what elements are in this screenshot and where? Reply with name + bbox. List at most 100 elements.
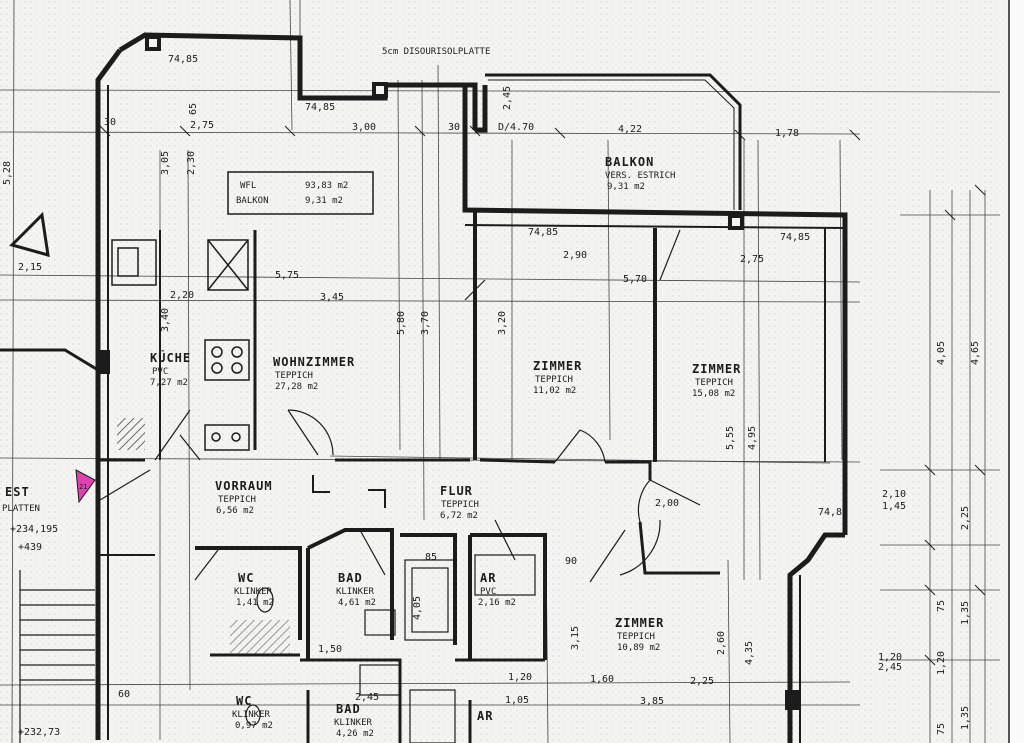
dim-30a: 30 xyxy=(104,117,116,128)
dim-300: 3,00 xyxy=(352,122,376,133)
dim-465: 4,65 xyxy=(970,341,981,365)
dim-555: 5,55 xyxy=(725,426,736,450)
dim-7485a: 74,85 xyxy=(168,54,198,65)
room-bad2-area: 4,26 m2 xyxy=(336,729,374,739)
dim-275: 2,75 xyxy=(190,120,214,131)
dim-260: 2,60 xyxy=(716,631,727,655)
dim-405: 4,05 xyxy=(936,341,947,365)
dim-570: 5,70 xyxy=(623,274,647,285)
dim-75b: 75 xyxy=(936,723,947,735)
north-arrow-icon xyxy=(9,211,50,258)
dim-7485c: 74,85 xyxy=(528,227,558,238)
dim-210: 2,10 xyxy=(882,489,906,500)
dim-405b: 4,05 xyxy=(412,596,423,620)
room-bad1-area: 4,61 m2 xyxy=(338,598,376,608)
room-vorraum-name: VORRAUM xyxy=(215,479,273,493)
dim-178: 1,78 xyxy=(775,128,799,139)
room-ar-floor: PVC xyxy=(480,587,496,597)
dim-340: 3,40 xyxy=(160,308,171,332)
dim-422: 4,22 xyxy=(618,124,642,135)
note-level3: +232,73 xyxy=(18,727,60,738)
dim-220: 2,20 xyxy=(170,290,194,301)
dim-385: 3,85 xyxy=(640,696,664,707)
room-wohnzimmer-area: 27,28 m2 xyxy=(275,382,318,392)
vertical-dimension-labels: 3,05 2,30 3,40 5,80 3,70 3,20 4,05 4,65 … xyxy=(2,86,981,735)
dim-85: 85 xyxy=(425,552,437,563)
plan-notes: 5cm DISOURISOLPLATTE +234,195 +439 +232,… xyxy=(10,47,490,738)
room-balkon-name: BALKON xyxy=(605,155,654,169)
dim-120b: 1,20 xyxy=(936,651,947,675)
room-zimmer2-area: 15,08 m2 xyxy=(692,389,735,399)
dim-528: 5,28 xyxy=(2,161,13,185)
walls xyxy=(0,32,848,743)
dim-275b: 2,75 xyxy=(740,254,764,265)
room-west-name: EST xyxy=(5,485,30,499)
dim-580: 5,80 xyxy=(396,311,407,335)
kitchen-fixtures xyxy=(111,239,250,451)
dim-215: 2,15 xyxy=(18,262,42,273)
dim-160: 1,60 xyxy=(590,674,614,685)
dim-7485e: 74,85 xyxy=(818,507,848,518)
staircase xyxy=(19,570,95,743)
dim-7485d: 74,85 xyxy=(780,232,810,243)
room-flur-area: 6,72 m2 xyxy=(440,511,478,521)
room-wc2-area: 0,97 m2 xyxy=(235,721,273,731)
dim-120: 1,20 xyxy=(508,672,532,683)
dim-75: 75 xyxy=(936,600,947,612)
room-flur-name: FLUR xyxy=(440,484,473,498)
dim-245c: 2,45 xyxy=(878,662,902,673)
room-ar-area: 2,16 m2 xyxy=(478,598,516,608)
door-swings xyxy=(99,229,701,583)
shaft-hatch xyxy=(230,620,290,655)
paper-edge xyxy=(1008,0,1024,743)
dim-435: 4,35 xyxy=(744,641,755,665)
room-wohnzimmer-name: WOHNZIMMER xyxy=(273,355,355,369)
dim-145: 1,45 xyxy=(882,501,906,512)
dim-30b: 30 xyxy=(448,122,460,133)
dim-150: 1,50 xyxy=(318,644,342,655)
room-wc2-name: WC xyxy=(236,694,252,708)
section-marker: 21 xyxy=(75,469,96,504)
room-bad1-name: BAD xyxy=(338,571,363,585)
room-zimmer3-name: ZIMMER xyxy=(615,616,664,630)
room-bad2-floor: KLINKER xyxy=(334,718,373,728)
room-bad1-floor: KLINKER xyxy=(336,587,375,597)
dim-65: 65 xyxy=(188,103,199,115)
room-zimmer3-area: 10,89 m2 xyxy=(617,643,660,653)
room-zimmer1-name: ZIMMER xyxy=(533,359,582,373)
room-kueche-area: 7,27 m2 xyxy=(150,378,188,388)
dim-370: 3,70 xyxy=(420,311,431,335)
area-summary-box: WFL 93,83 m2 BALKON 9,31 m2 xyxy=(227,171,374,215)
room-zimmer1-area: 11,02 m2 xyxy=(533,386,576,396)
room-wc1-area: 1,41 m2 xyxy=(236,598,274,608)
room-ar-name: AR xyxy=(480,571,496,585)
area-value-wfl: 93,83 m2 xyxy=(305,181,348,191)
balcony-railing xyxy=(485,73,742,210)
dim-345: 3,45 xyxy=(320,292,344,303)
dim-200: 2,00 xyxy=(655,498,679,509)
note-level1: +234,195 xyxy=(10,524,58,535)
note-level2: +439 xyxy=(18,542,42,553)
room-wohnzimmer-floor: TEPPICH xyxy=(275,371,313,381)
dim-305: 3,05 xyxy=(160,151,171,175)
room-wc1-floor: KLINKER xyxy=(234,587,273,597)
room-balkon-area: 9,31 m2 xyxy=(607,182,645,192)
dim-245: 2,45 xyxy=(355,692,379,703)
room-zimmer3-floor: TEPPICH xyxy=(617,632,655,642)
dim-290: 2,90 xyxy=(563,250,587,261)
room-kueche-floor: PVC xyxy=(152,367,168,377)
area-label-balkon: BALKON xyxy=(236,196,269,206)
room-labels: WOHNZIMMER TEPPICH 27,28 m2 KÜCHE PVC 7,… xyxy=(2,155,741,739)
area-value-balkon: 9,31 m2 xyxy=(305,196,343,206)
dim-135: 1,35 xyxy=(960,601,971,625)
room-zimmer2-name: ZIMMER xyxy=(692,362,741,376)
dim-225: 2,25 xyxy=(690,676,714,687)
room-ar2-name: AR xyxy=(477,709,493,723)
room-zimmer1-floor: TEPPICH xyxy=(535,375,573,385)
note-top: 5cm DISOURISOLPLATTE xyxy=(382,47,490,57)
area-label-wfl: WFL xyxy=(240,181,256,191)
room-kueche-name: KÜCHE xyxy=(150,350,191,365)
marker-number: 21 xyxy=(79,483,87,491)
room-wc2-floor: KLINKER xyxy=(232,710,271,720)
